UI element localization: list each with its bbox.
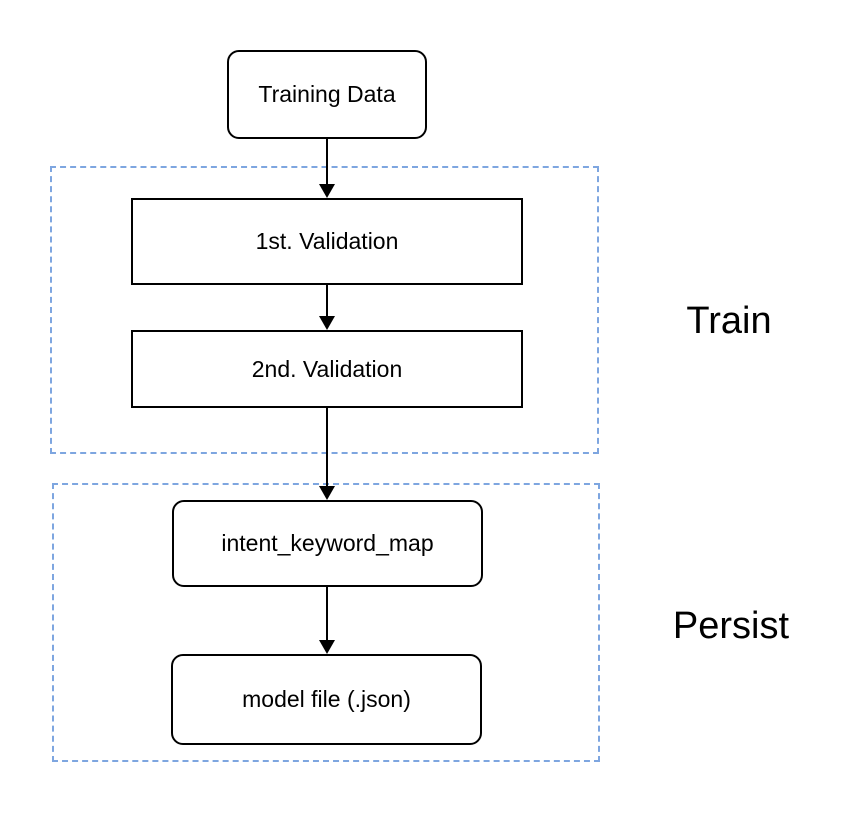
node-training-data-label: Training Data [258,81,396,107]
arrow-line [326,587,328,641]
node-intent-keyword-map[interactable]: intent_keyword_map [172,500,483,587]
arrow-line [326,139,328,185]
arrow-second-validation-to-intent-keyword-map [319,408,335,500]
arrow-head-icon [319,184,335,198]
persist-group-label: Persist [672,605,790,647]
arrow-line [326,408,328,487]
node-model-file[interactable]: model file (.json) [171,654,482,745]
train-group-container [50,166,599,454]
node-first-validation-label: 1st. Validation [255,228,399,254]
arrow-head-icon [319,316,335,330]
arrow-training-to-first-validation [319,139,335,198]
node-first-validation[interactable]: 1st. Validation [131,198,523,285]
arrow-first-to-second-validation [319,285,335,330]
node-training-data[interactable]: Training Data [227,50,427,139]
arrow-line [326,285,328,317]
train-group-label: Train [686,300,772,342]
arrow-intent-keyword-map-to-model-file [319,587,335,654]
arrow-head-icon [319,640,335,654]
node-second-validation-label: 2nd. Validation [251,355,403,382]
node-intent-keyword-map-label: intent_keyword_map [221,530,434,556]
node-second-validation[interactable]: 2nd. Validation [131,330,523,408]
node-model-file-label: model file (.json) [242,686,411,712]
arrow-head-icon [319,486,335,500]
